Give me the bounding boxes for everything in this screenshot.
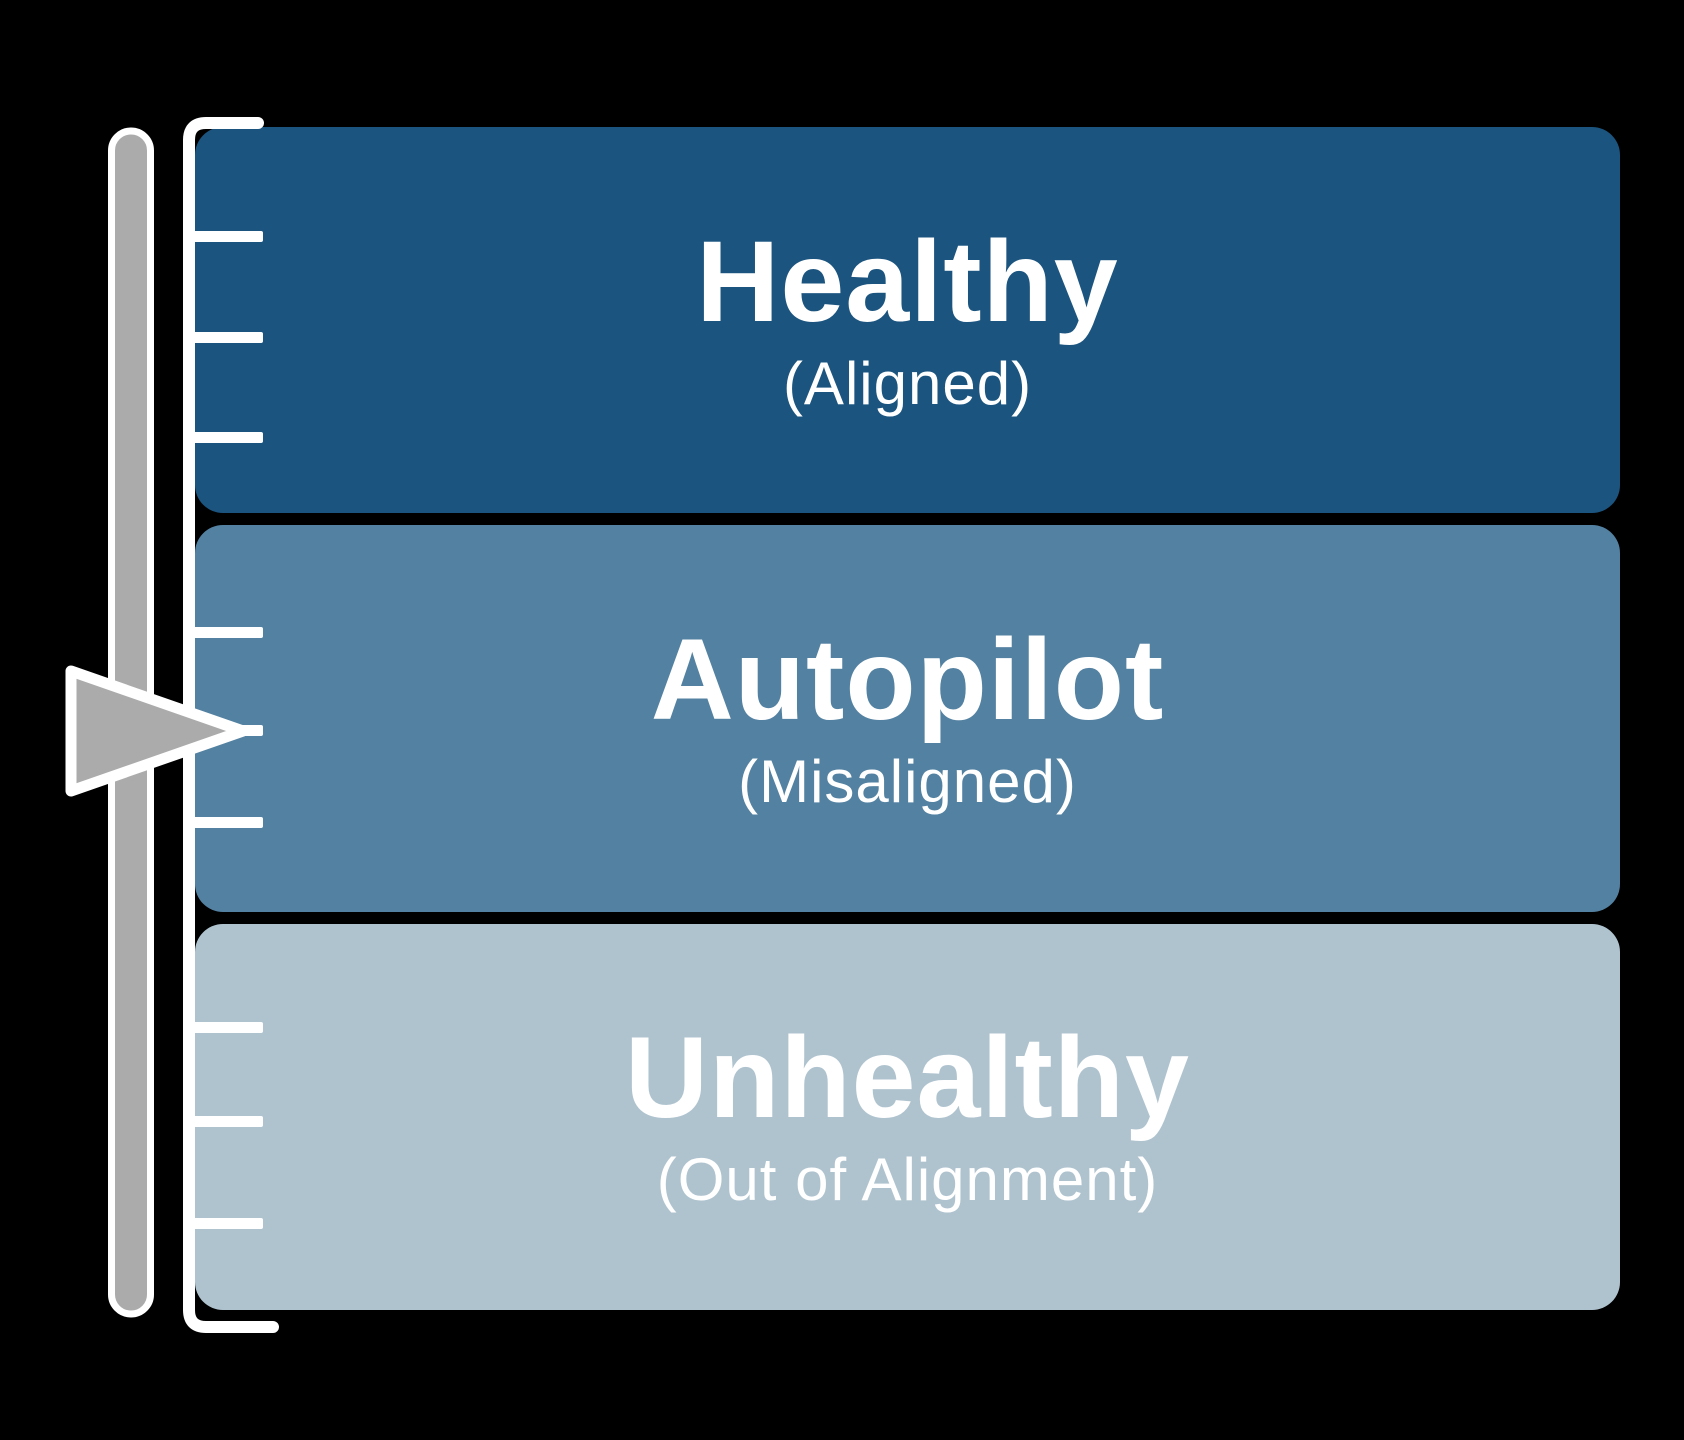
level-subtitle: (Aligned)	[782, 349, 1033, 417]
level-box-healthy: Healthy (Aligned)	[195, 127, 1620, 514]
levels-stack: Healthy (Aligned) Autopilot (Misaligned)…	[195, 127, 1620, 1310]
level-subtitle: (Out of Alignment)	[656, 1146, 1159, 1214]
level-title: Healthy	[696, 217, 1119, 346]
gauge-bar	[108, 127, 154, 1318]
level-title: Unhealthy	[625, 1014, 1190, 1143]
level-box-unhealthy: Unhealthy (Out of Alignment)	[195, 923, 1620, 1310]
level-title: Autopilot	[650, 615, 1165, 744]
level-subtitle: (Misaligned)	[738, 748, 1077, 816]
level-box-autopilot: Autopilot (Misaligned)	[195, 525, 1620, 912]
